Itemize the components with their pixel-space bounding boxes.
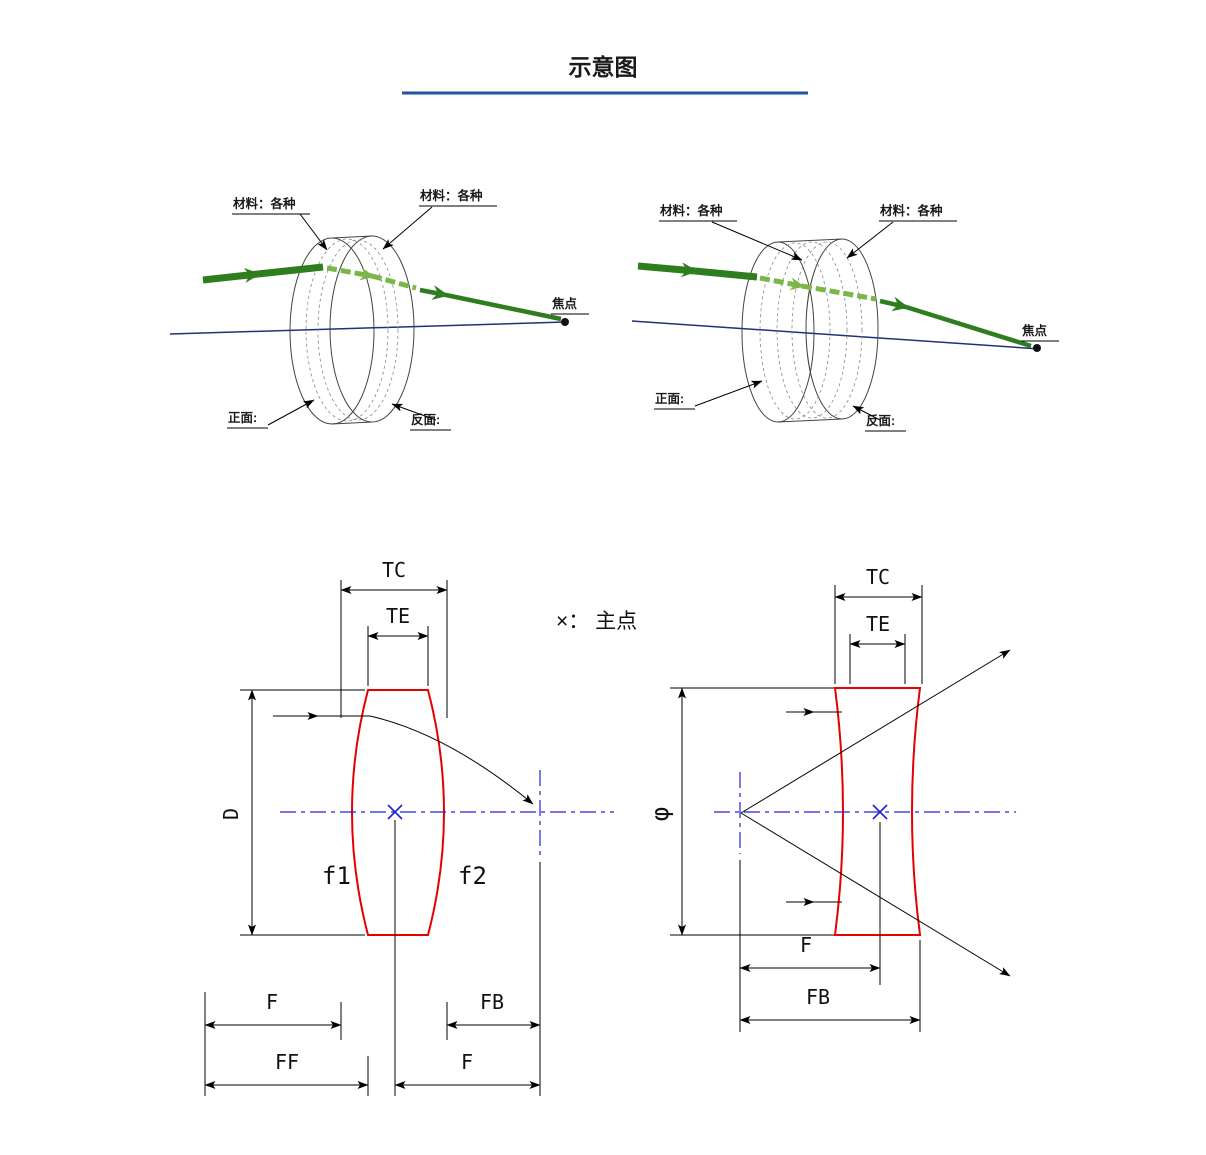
convex-lens-outline — [351, 689, 445, 936]
dim-label-f: F — [800, 933, 812, 957]
light-ray-out — [445, 292, 562, 322]
lens-inner-surface — [759, 242, 831, 420]
material-back-label: 材料：各种 — [879, 203, 943, 218]
light-ray-glass — [371, 273, 417, 291]
lens-bottom-edge — [331, 421, 373, 425]
principal-point-x — [872, 804, 888, 820]
light-ray-glass — [759, 275, 805, 291]
back-face-label: 反面: — [411, 412, 440, 427]
lens-back-surface — [805, 238, 879, 420]
front-face-label: 正面: — [655, 392, 684, 406]
page-title: 示意图 — [569, 54, 638, 80]
optical-axis — [169, 321, 566, 335]
dim-label-te: TE — [866, 612, 890, 636]
leader-arrow — [267, 399, 315, 426]
lens-inner-surface — [305, 238, 389, 422]
header: 示意图 — [402, 54, 808, 95]
light-ray-in — [637, 262, 698, 278]
leader-arrow — [299, 213, 328, 251]
dim-label-d: D — [219, 808, 243, 820]
leader-arrow — [711, 221, 803, 261]
light-ray-out — [879, 296, 909, 312]
front-face-label: 正面: — [228, 411, 257, 425]
dim-label-ff: FF — [275, 1050, 299, 1074]
lens-bottom-edge — [777, 418, 843, 423]
material-front-label: 材料：各种 — [659, 203, 723, 218]
focus-label: 焦点 — [1021, 323, 1048, 338]
focal-point-dot — [1033, 344, 1041, 352]
label-f1: f1 — [322, 862, 351, 890]
light-ray-in — [202, 268, 261, 284]
light-ray-out — [905, 304, 1032, 349]
dim-label-phi: φ — [646, 807, 674, 821]
leader-arrow — [846, 221, 894, 259]
dim-label-f-front: F — [266, 990, 278, 1014]
dim-label-f-back: F — [461, 1050, 473, 1074]
dim-label-tc: TC — [382, 558, 406, 582]
dim-label-fb: FB — [806, 985, 830, 1009]
leader-arrow — [391, 403, 437, 421]
dim-label-fb: FB — [480, 990, 504, 1014]
lens3d-right: 材料：各种 材料：各种 焦点 正面: 反面: — [631, 203, 1059, 432]
dim-label-tc: TC — [866, 565, 890, 589]
optical-axis — [631, 320, 1041, 350]
lens-top-edge — [331, 235, 373, 239]
ray-diverging-lower — [740, 812, 1011, 977]
principal-point-note: ×： 主点 — [556, 610, 637, 633]
light-ray-glass — [801, 283, 877, 302]
ray-diverging-upper — [740, 649, 1011, 814]
lens-top-edge — [777, 238, 843, 243]
dim-label-te: TE — [386, 604, 410, 628]
leader-arrow — [694, 380, 763, 407]
lens-inner-surface — [776, 241, 848, 419]
lens-inner-surface — [791, 241, 863, 419]
lens2d-concave: TC TE φ F FB — [646, 565, 1016, 1032]
lens2d-convex: TC TE D f1 f2 F FB — [204, 558, 614, 1096]
light-ray-in — [257, 263, 324, 278]
lens-inner-surface — [317, 239, 399, 421]
principal-point-x — [387, 804, 403, 820]
material-front-label: 材料：各种 — [232, 196, 296, 211]
leader-arrow — [382, 206, 433, 250]
focal-point-dot — [561, 318, 569, 326]
lens3d-left: 材料：各种 材料：各种 焦点 正面: 反面: — [169, 188, 589, 431]
material-back-label: 材料：各种 — [419, 188, 483, 203]
leader-arrow — [852, 405, 881, 421]
light-ray-glass — [326, 265, 375, 281]
light-ray-in — [694, 267, 758, 281]
focus-label: 焦点 — [551, 296, 578, 311]
label-f2: f2 — [458, 862, 487, 890]
concave-lens-outline — [833, 687, 922, 936]
ray-refracted — [369, 715, 534, 805]
light-ray-out — [419, 285, 449, 300]
